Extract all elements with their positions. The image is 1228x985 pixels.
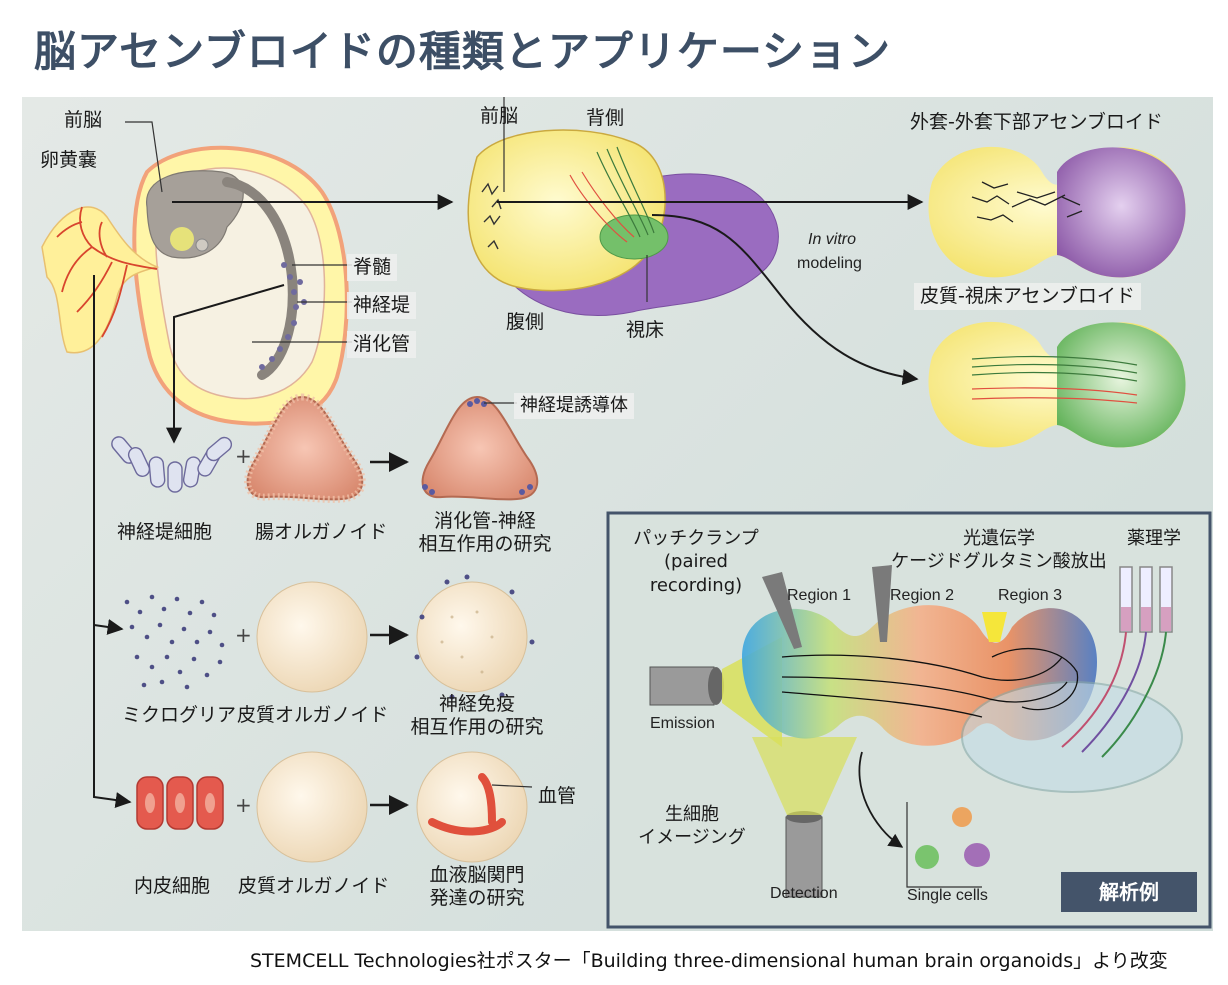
page-title: 脳アセンブロイドの種類とアプリケーション — [34, 27, 892, 76]
assembloid-pallial-subpallial — [928, 146, 1186, 278]
label-region3: Region 3 — [998, 587, 1063, 604]
diagram-panel: + + — [22, 97, 1213, 931]
label-cortical-organoid-2: 皮質オルガノイド — [238, 875, 390, 897]
label-row1-result-line2: 相互作用の研究 — [418, 532, 552, 555]
label-blood-vessel: 血管 — [538, 785, 577, 807]
label-forebrain-brain: 前脳 — [480, 105, 519, 127]
label-row3-result-line2: 発達の研究 — [429, 886, 525, 909]
analysis-inset — [606, 511, 1212, 929]
assembloid-cortico-thalamic — [928, 321, 1186, 448]
label-thalamus: 視床 — [626, 319, 665, 341]
label-region1: Region 1 — [787, 587, 852, 604]
microglia-dots — [124, 594, 225, 690]
label-live-imaging-line2: イメージング — [638, 827, 746, 849]
embryo-illustration — [41, 121, 454, 808]
footer-credit: STEMCELL Technologies社ポスター「Building thre… — [250, 950, 1168, 972]
label-optogenetics: 光遺伝学 ケージドグルタミン酸放出 — [884, 527, 1114, 574]
label-live-imaging: 生細胞 イメージング — [632, 803, 752, 850]
label-pallial-subpallial: 外套-外套下部アセンブロイド — [910, 111, 1163, 133]
label-patch-clamp-line2: (paired — [664, 551, 728, 573]
label-modeling: modeling — [797, 255, 862, 272]
label-row3-result: 血液脳関門 発達の研究 — [402, 864, 552, 910]
row1-illustration: + — [111, 393, 539, 503]
label-neural-crest-inducer: 神経堤誘導体 — [514, 393, 634, 419]
label-gut-organoid: 腸オルガノイド — [255, 521, 388, 543]
label-live-imaging-line1: 生細胞 — [665, 804, 719, 825]
label-spinal-cord: 脊髄 — [347, 254, 398, 281]
label-row1-result-line1: 消化管-神経 — [434, 510, 536, 532]
label-ventral: 腹側 — [506, 311, 545, 333]
svg-text:+: + — [235, 623, 252, 647]
label-forebrain-embryo: 前脳 — [64, 109, 103, 131]
row2-illustration: + — [124, 574, 535, 700]
label-pharmacology: 薬理学 — [1127, 528, 1181, 549]
label-row2-result-line2: 相互作用の研究 — [410, 715, 544, 738]
label-row1-result: 消化管-神経 相互作用の研究 — [410, 510, 560, 556]
label-detection: Detection — [770, 885, 838, 902]
diagram-graphics: + + — [41, 97, 1212, 929]
svg-text:+: + — [235, 793, 252, 817]
label-patch-clamp-line1: パッチクランプ — [633, 528, 759, 549]
brain-illustration — [467, 97, 924, 386]
label-patch-clamp: パッチクランプ (paired recording) — [626, 527, 766, 597]
label-dorsal: 背側 — [586, 107, 625, 129]
row3-illustration: + — [136, 751, 533, 863]
label-endothelial-cells: 内皮細胞 — [134, 875, 211, 897]
analysis-badge: 解析例 — [1061, 872, 1197, 912]
label-patch-clamp-line3: recording) — [649, 574, 743, 596]
svg-text:+: + — [235, 444, 252, 468]
label-neural-crest: 神経堤 — [347, 292, 417, 319]
label-neural-crest-cells: 神経堤細胞 — [117, 521, 213, 543]
label-emission: Emission — [650, 715, 715, 732]
label-region2: Region 2 — [890, 587, 955, 604]
label-row3-result-line1: 血液脳関門 — [429, 864, 525, 886]
label-single-cells: Single cells — [907, 887, 988, 904]
label-microglia: ミクログリア — [122, 704, 237, 726]
label-gut: 消化管 — [347, 331, 417, 358]
label-optogenetics-line2: ケージドグルタミン酸放出 — [891, 551, 1107, 573]
label-in-vitro: In vitro — [808, 231, 857, 248]
label-optogenetics-line1: 光遺伝学 — [963, 528, 1035, 549]
label-yolk-sac: 卵黄嚢 — [40, 149, 98, 171]
label-row2-result-line1: 神経免疫 — [438, 693, 515, 715]
label-cortico-thalamic: 皮質-視床アセンブロイド — [914, 283, 1141, 310]
label-cortical-organoid-1: 皮質オルガノイド — [237, 704, 389, 726]
label-row2-result: 神経免疫 相互作用の研究 — [392, 693, 562, 739]
